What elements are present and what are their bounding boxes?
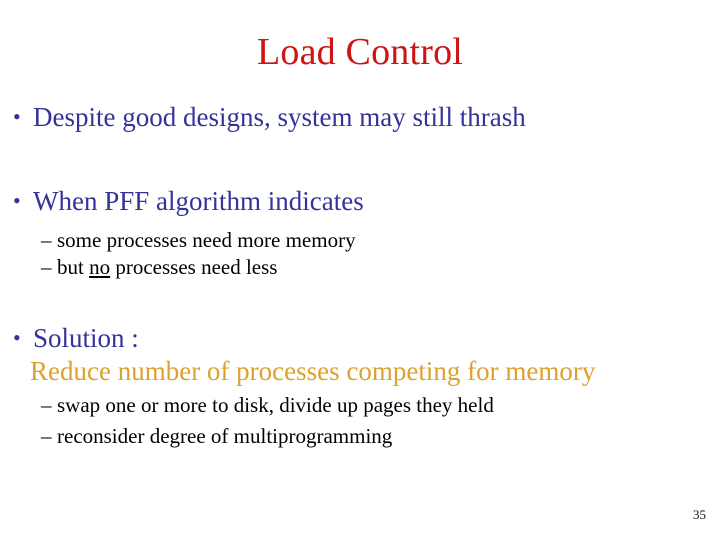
bullet-label: When PFF algorithm indicates [33,186,364,216]
en-dash-icon: – [41,228,52,252]
sub-bullet-label: but no processes need less [57,255,277,279]
solution-highlight-text: Reduce number of processes competing for… [30,356,596,386]
sub-bullet-text-after: processes need less [110,255,278,279]
slide-body: • Despite good designs, system may still… [0,100,720,450]
en-dash-icon: – [41,424,52,448]
sub-bullet-text-before: but [57,255,90,279]
bullet-item-solution: • Solution : [0,321,720,355]
bullet-item-thrash: • Despite good designs, system may still… [0,100,720,134]
bullet-dot-icon: • [13,104,21,129]
en-dash-icon: – [41,393,52,417]
sub-bullet-label: swap one or more to disk, divide up page… [57,393,494,417]
sub-bullet-item-no-less: – but no processes need less [0,254,720,281]
page-title: Load Control [256,31,464,73]
sub-bullet-label: some processes need more memory [57,228,356,252]
bullet-label: Solution : [33,323,139,353]
sub-bullet-label: reconsider degree of multiprogramming [57,424,393,448]
sub-bullet-item-multiprogramming: – reconsider degree of multiprogramming [0,423,720,450]
sub-bullet-text-emphasis: no [89,255,111,279]
spacer [0,134,720,184]
page-number: 35 [693,507,706,522]
bullet-dot-icon: • [13,325,21,350]
bullet-dot-icon: • [13,188,21,213]
sub-bullet-item-more-memory: – some processes need more memory [0,227,720,254]
bullet-label: Despite good designs, system may still t… [33,102,526,132]
spacer [0,281,720,321]
en-dash-icon: – [41,255,52,279]
sub-bullet-item-swap: – swap one or more to disk, divide up pa… [0,392,720,419]
bullet-item-pff: • When PFF algorithm indicates [0,184,720,218]
spacer [0,218,720,227]
